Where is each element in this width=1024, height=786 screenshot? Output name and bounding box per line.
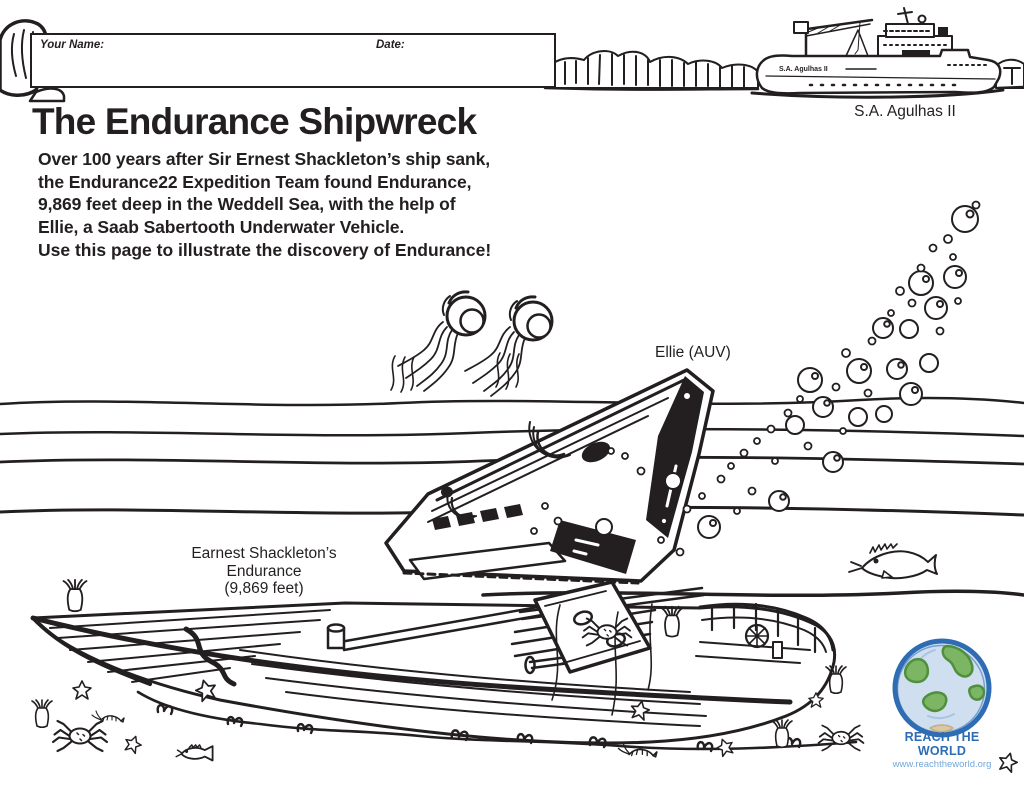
ice-shelf-illustration <box>543 50 1024 91</box>
fish-icon <box>848 543 938 580</box>
shipwreck-illustration <box>30 580 837 745</box>
logo-org-name: REACH THE WORLD <box>904 730 980 758</box>
wreck-caption: Earnest Shackleton’s Endurance (9,869 fe… <box>191 545 337 597</box>
name-label: Your Name: <box>40 39 105 51</box>
intro-paragraph: Over 100 years after Sir Ernest Shacklet… <box>38 149 490 237</box>
bubbles <box>530 200 981 557</box>
instruction-text: Use this page to illustrate the discover… <box>38 240 492 260</box>
globe-logo <box>892 638 992 738</box>
page-title: The Endurance Shipwreck <box>32 101 477 142</box>
date-label: Date: <box>376 39 405 51</box>
footer-logo-text: REACH THE WORLD www.reachtheworld.org <box>882 730 1002 770</box>
logo-website: www.reachtheworld.org <box>892 759 992 770</box>
jellyfish-icon <box>397 290 487 392</box>
research-ship-illustration: S.A. Agulhas II <box>750 7 1005 99</box>
auv-illustration <box>384 368 715 585</box>
coral-bumps <box>156 703 802 753</box>
name-input[interactable] <box>122 37 362 67</box>
name-date-box: Your Name: Date: <box>30 33 556 88</box>
ship-caption: S.A. Agulhas II <box>854 103 956 120</box>
auv-caption: Ellie (AUV) <box>655 344 731 361</box>
ship-hull-name-text: S.A. Agulhas II <box>779 66 828 73</box>
date-input[interactable] <box>414 37 544 67</box>
